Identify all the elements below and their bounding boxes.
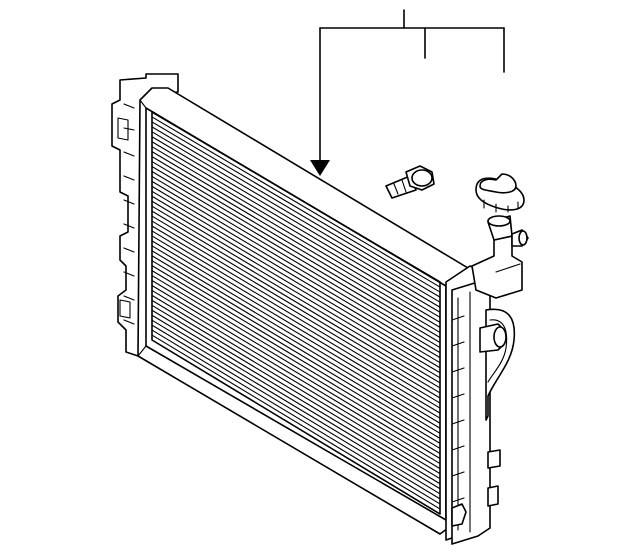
core-tube [151, 230, 441, 404]
core-tube [151, 289, 441, 465]
core-tube [151, 151, 441, 323]
core-tube [151, 275, 441, 449]
core-tube [151, 126, 441, 298]
radiator-cap [475, 173, 525, 213]
core-tube [151, 131, 441, 303]
core-tube [151, 334, 441, 510]
core-tube [151, 235, 441, 409]
core-tube [151, 180, 441, 354]
core-tube [151, 255, 441, 429]
core-tube [151, 294, 441, 470]
core-tube [151, 265, 441, 439]
core-tube [151, 329, 441, 505]
core-tube [151, 161, 441, 333]
core-tube [151, 324, 441, 500]
filler-neck [471, 215, 529, 299]
core-tube [151, 299, 441, 475]
core-tube [151, 270, 441, 444]
core-tube [151, 309, 441, 485]
core-tube [151, 240, 441, 414]
core-fins [151, 116, 441, 510]
core-tube [151, 220, 441, 394]
mounting-bolt [385, 165, 435, 199]
core-tube [151, 205, 441, 379]
core-tube [151, 165, 441, 339]
core-tube [151, 141, 441, 313]
core-tube [151, 170, 441, 344]
core-tube [151, 146, 441, 318]
core-tube [151, 225, 441, 399]
core-tube [151, 304, 441, 480]
core-tube [151, 314, 441, 490]
core-tube [151, 215, 441, 389]
core-tube [151, 190, 441, 364]
core-tube [151, 319, 441, 495]
core-tube [151, 195, 441, 369]
core-tube [151, 185, 441, 359]
core-tube [151, 210, 441, 384]
core-tube [151, 260, 441, 434]
callout-leader [310, 9, 505, 176]
core-tube [151, 284, 441, 460]
core-tube [151, 245, 441, 419]
core-tube [151, 200, 441, 374]
core-tube [151, 175, 441, 349]
core-tube [151, 279, 441, 455]
core-tube [151, 156, 441, 328]
core-tube [151, 136, 441, 308]
core-tube [151, 121, 441, 293]
radiator-core [137, 87, 471, 535]
right-tank [445, 265, 516, 545]
core-tube [151, 250, 441, 424]
core-tube [151, 116, 441, 288]
arrow-head-icon [310, 160, 330, 176]
